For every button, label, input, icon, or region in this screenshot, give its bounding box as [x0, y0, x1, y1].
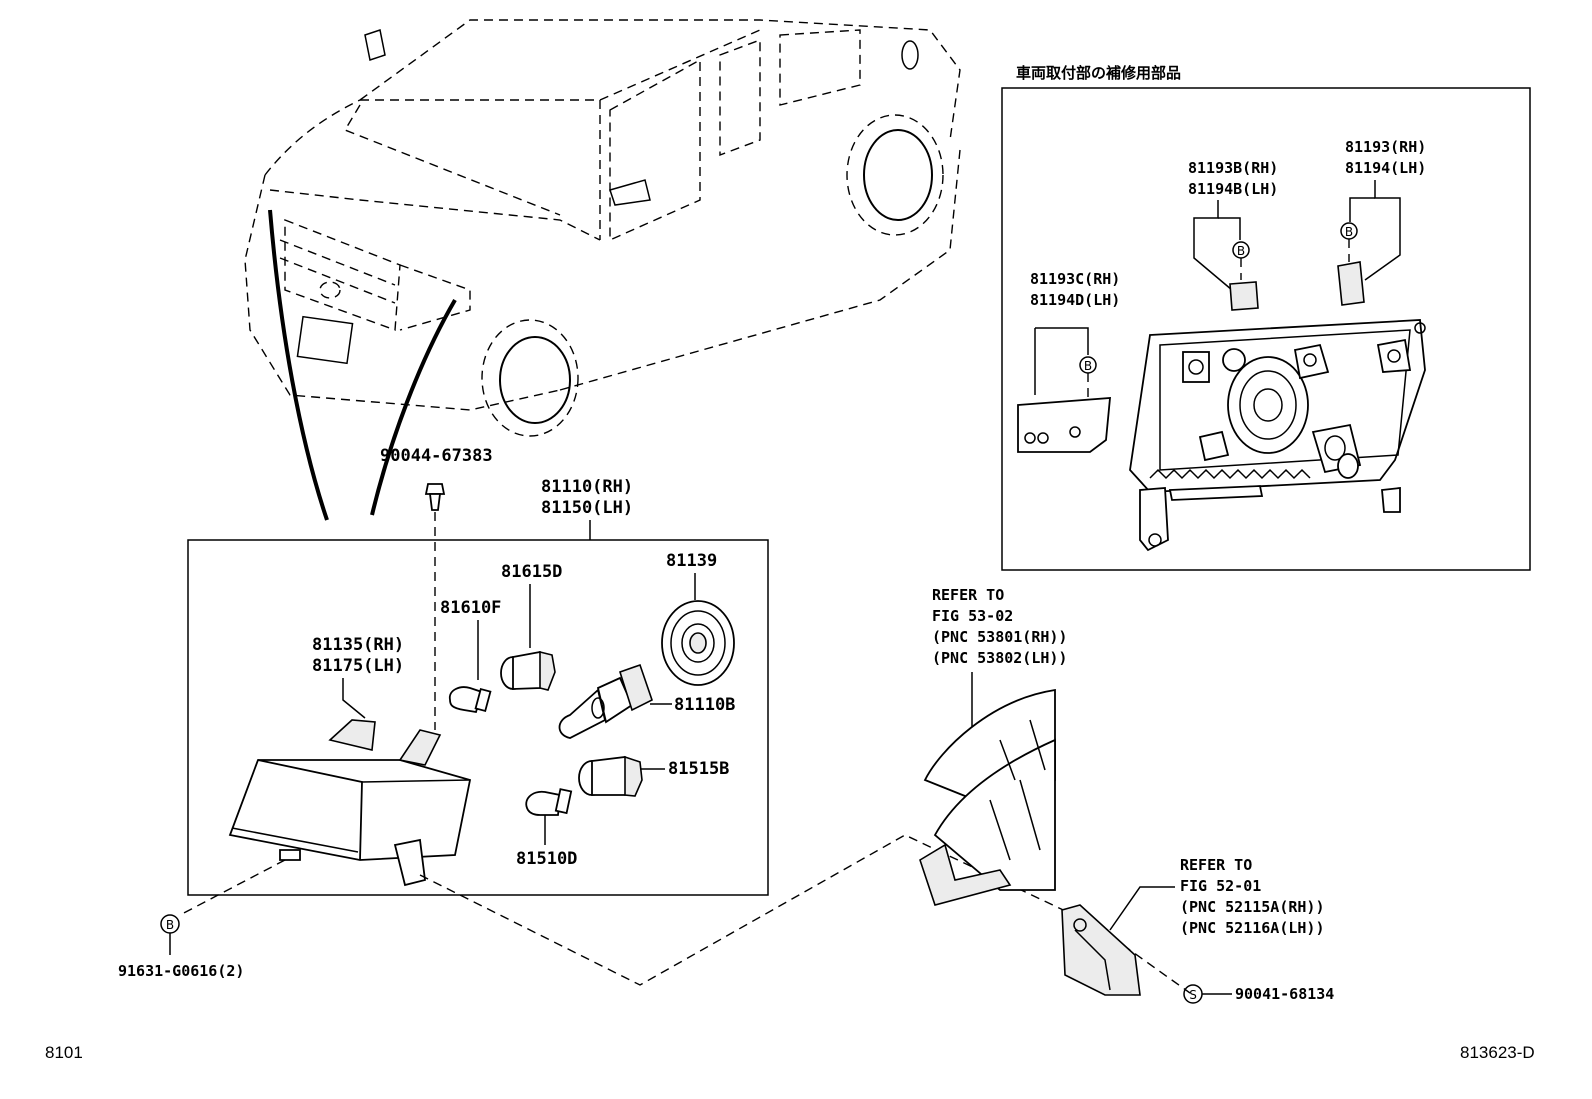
refer53-line3: (PNC 53801(RH)) — [932, 628, 1067, 646]
screw-91631: B 91631-G0616(2) — [118, 859, 286, 980]
headlamp-assembly-box: 81110(RH) 81150(LH) — [187, 477, 769, 896]
label-screw-bottom: 91631-G0616(2) — [118, 962, 244, 980]
cover-81139: 81139 — [661, 551, 735, 686]
label-assembly-lh: 81150(LH) — [541, 498, 633, 518]
vehicle-illustration — [244, 19, 961, 521]
label-screw-right: 90041-68134 — [1235, 985, 1334, 1003]
label-81615d: 81615D — [501, 562, 562, 582]
bulb-81610f: 81610F — [440, 598, 501, 714]
footer-left-code: 8101 — [45, 1043, 83, 1062]
refer52-line4: (PNC 52116A(LH)) — [1180, 919, 1325, 937]
refer53-line1: REFER TO — [932, 586, 1004, 604]
refer52-line3: (PNC 52115A(RH)) — [1180, 898, 1325, 916]
repair-parts-box: 車両取付部の補修用部品 81193C(RH) 81194D(LH) B 8119… — [1001, 64, 1531, 571]
socket-81615d: 81615D — [500, 562, 562, 691]
svg-text:B: B — [1237, 244, 1245, 258]
fender-body: REFER TO FIG 53-02 (PNC 53801(RH)) (PNC … — [919, 586, 1067, 906]
label-81610f: 81610F — [440, 598, 501, 618]
repair-parts-title: 車両取付部の補修用部品 — [1016, 64, 1181, 82]
footer-right-code: 813623-D — [1460, 1043, 1535, 1062]
label-81194b: 81194B(LH) — [1188, 180, 1278, 198]
svg-text:B: B — [166, 918, 174, 932]
svg-text:B: B — [1345, 225, 1353, 239]
label-81110b: 81110B — [674, 695, 735, 715]
headlamp-unit: 81135(RH) 81175(LH) — [228, 635, 472, 887]
refer52-line1: REFER TO — [1180, 856, 1252, 874]
svg-text:B: B — [1084, 359, 1092, 373]
bulb-81510d: 81510D — [516, 788, 577, 869]
label-headlamp-rh: 81135(RH) — [312, 635, 404, 655]
label-81194d: 81194D(LH) — [1030, 291, 1120, 309]
assembly-frame — [187, 539, 769, 896]
label-81510d: 81510D — [516, 849, 577, 869]
label-81193: 81193(RH) — [1345, 138, 1426, 156]
label-81193b: 81193B(RH) — [1188, 159, 1278, 177]
socket-81515b: 81515B — [578, 755, 729, 797]
refer53-line2: FIG 53-02 — [932, 607, 1013, 625]
label-81515b: 81515B — [668, 759, 729, 779]
refer52-line2: FIG 52-01 — [1180, 877, 1261, 895]
label-headlamp-lh: 81175(LH) — [312, 656, 404, 676]
bumper-bracket: REFER TO FIG 52-01 (PNC 52115A(RH)) (PNC… — [1061, 856, 1325, 996]
label-81194: 81194(LH) — [1345, 159, 1426, 177]
bulb-81110b: 81110B — [558, 663, 735, 739]
svg-text:S: S — [1189, 988, 1197, 1002]
repair-frame — [1001, 87, 1531, 571]
label-81193c: 81193C(RH) — [1030, 270, 1120, 288]
screw-90041: S 90041-68134 — [1183, 984, 1334, 1004]
label-clip-top: 90044-67383 — [380, 446, 493, 466]
refer53-line4: (PNC 53802(LH)) — [932, 649, 1067, 667]
label-81139: 81139 — [666, 551, 717, 571]
clip-90044: 90044-67383 — [380, 446, 493, 730]
label-assembly-rh: 81110(RH) — [541, 477, 633, 497]
